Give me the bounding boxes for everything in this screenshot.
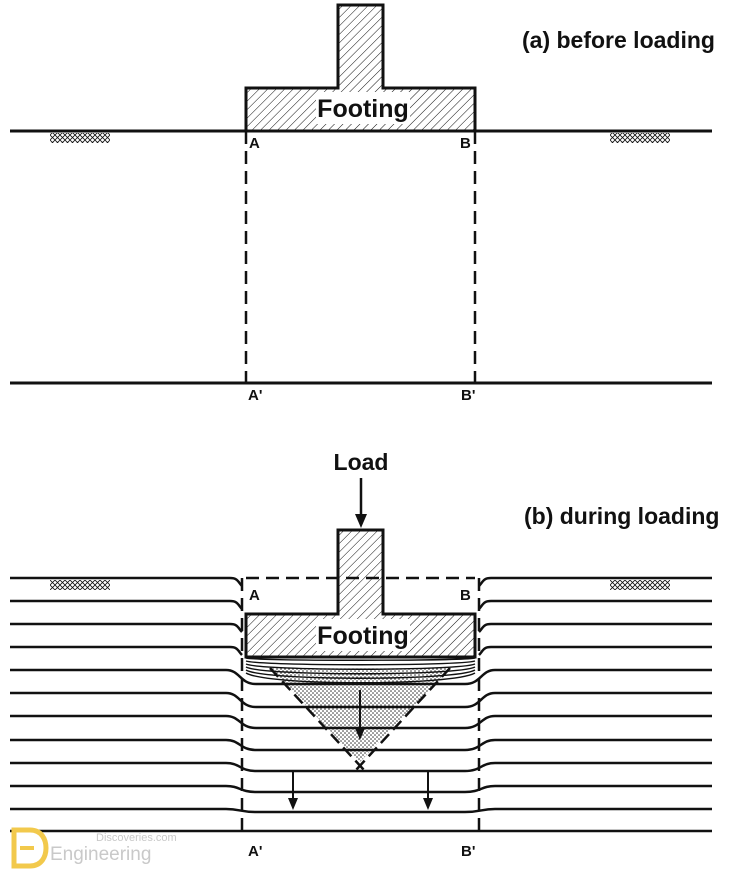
point-b-label: B [460, 135, 471, 152]
point-a-label-b: A [249, 587, 260, 604]
soil-layer-9 [10, 761, 712, 773]
soil-layer-4 [10, 645, 712, 656]
soil-layer-8 [10, 738, 712, 752]
panel-a-title: (a) before loading [522, 27, 715, 53]
watermark: Discoveries.com Engineering [11, 827, 177, 869]
watermark-brand: Engineering [50, 844, 151, 865]
ground-hatch-left-a [50, 133, 110, 143]
ground-hatch-left-b [50, 580, 110, 590]
displacement-arrow-center [355, 690, 365, 740]
point-b-prime-label-b: B' [461, 843, 475, 860]
ground-hatch-right-b [610, 580, 670, 590]
footing-label-a: Footing [317, 95, 409, 123]
soil-layer-10 [10, 784, 712, 794]
soil-layer-11 [10, 807, 712, 814]
point-a-label: A [249, 135, 260, 152]
displacement-arrow-left [288, 770, 298, 810]
point-b-prime-label: B' [461, 387, 475, 404]
point-a-prime-label-b: A' [248, 843, 262, 860]
load-arrow [355, 478, 367, 528]
footing-b: Footing [244, 528, 477, 659]
soil-layer-5 [10, 668, 712, 686]
footing-label-b: Footing [317, 622, 409, 650]
footing-a: Footing [244, 3, 477, 133]
ground-hatch-right-a [610, 133, 670, 143]
panel-a: (a) before loading Footing A B A' B' [10, 3, 715, 404]
displacement-arrow-right [423, 770, 433, 810]
watermark-logo-icon [11, 827, 49, 869]
point-b-label-b: B [460, 587, 471, 604]
point-a-prime-label: A' [248, 387, 262, 404]
load-label: Load [334, 449, 389, 475]
panel-b: (b) during loading Load [10, 449, 719, 860]
panel-b-title: (b) during loading [524, 503, 719, 529]
watermark-site: Discoveries.com [96, 832, 177, 844]
